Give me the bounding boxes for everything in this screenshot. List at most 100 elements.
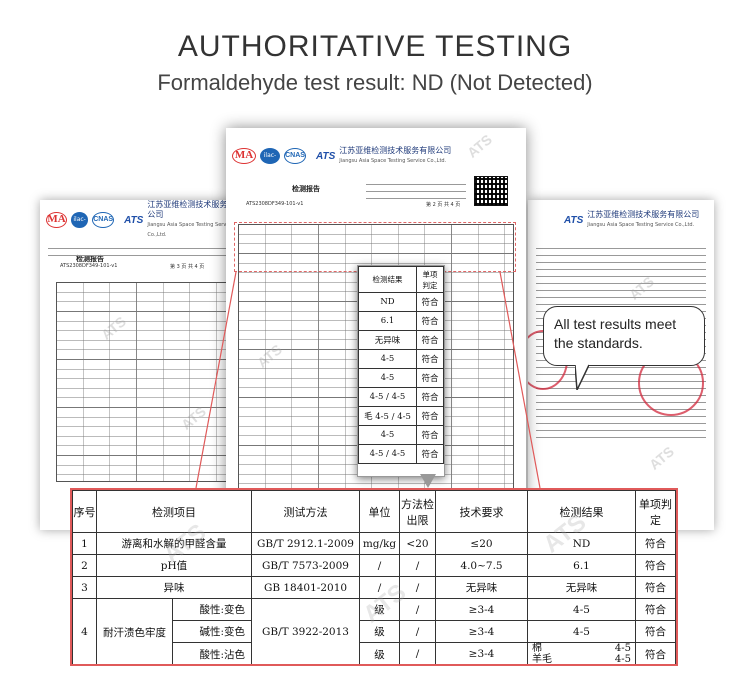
cell-result: 无异味 xyxy=(527,576,636,599)
cell-requirement: ≤20 xyxy=(435,532,528,555)
popup-result: 6.1 xyxy=(358,311,417,331)
speech-bubble-tail xyxy=(575,364,589,390)
report-page: 第 3 页 共 4 页 xyxy=(170,264,205,270)
ilac-logo: ilac-MRA xyxy=(260,148,280,175)
cell-requirement: ≥3-4 xyxy=(435,620,528,643)
col-header-method: 测试方法 xyxy=(251,490,360,533)
speech-bubble: All test results meet the standards. xyxy=(543,306,705,366)
test-results-table: ATS ATS ATS 序号 检测项目 测试方法 单位 方法检出限 技术要求 检… xyxy=(70,488,678,666)
fiber-cotton: 棉 xyxy=(532,643,542,654)
cell-item: 异味 xyxy=(96,576,252,599)
lab-name: 江苏亚维检测技术服务有限公司 Jiangsu Asia Space Testin… xyxy=(587,210,700,228)
popup-judge: 符合 xyxy=(416,330,444,350)
popup-judge: 符合 xyxy=(416,349,444,369)
col-header-unit: 单位 xyxy=(359,490,400,533)
cell-result: 棉 羊毛 4-5 4-5 xyxy=(527,642,636,665)
cell-item: 耐汗渍色牢度 xyxy=(96,598,173,664)
results-table: 序号 检测项目 测试方法 单位 方法检出限 技术要求 检测结果 单项判定 1 游… xyxy=(72,490,676,665)
ats-logo: ATS xyxy=(316,150,336,162)
popup-result: ND xyxy=(358,292,417,312)
cell-unit: 级 xyxy=(359,642,400,664)
col-header-judgement: 单项判定 xyxy=(635,490,676,533)
cell-no: 2 xyxy=(72,554,97,577)
popup-header-judge: 单项判定 xyxy=(416,266,444,293)
lab-header: MA ilac-MRA CNAS ATS 江苏亚维检测技术服务有限公司 Jian… xyxy=(232,142,520,175)
col-header-requirement: 技术要求 xyxy=(435,490,528,533)
page-subtitle: Formaldehyde test result: ND (Not Detect… xyxy=(157,70,593,95)
popup-result: 4-5 xyxy=(358,349,417,369)
table-row: 碱性:变色 级 / ≥3-4 4-5 符合 xyxy=(73,620,676,643)
cell-judgement: 符合 xyxy=(635,642,676,664)
report-number: ATS2308DF349-101-v1 xyxy=(60,263,118,269)
popup-judge: 符合 xyxy=(416,425,444,445)
cell-no: 3 xyxy=(72,576,97,599)
cell-judgement: 符合 xyxy=(635,532,676,555)
cell-no: 1 xyxy=(72,532,97,555)
table-row: 4 耐汗渍色牢度 酸性:变色 GB/T 3922-2013 级 / ≥3-4 4… xyxy=(72,598,676,664)
report-sheet-left: MA ilac-MRA CNAS ATS 江苏亚维检测技术服务有限公司 Jian… xyxy=(40,200,250,530)
table-row: 酸性:沾色 级 / ≥3-4 棉 羊毛 4-5 4-5 符合 xyxy=(73,642,676,665)
cell-method: GB/T 3922-2013 xyxy=(251,598,360,664)
cell-requirement: ≥3-4 xyxy=(435,642,528,664)
lab-header: ATS 江苏亚维检测技术服务有限公司 Jiangsu Asia Space Te… xyxy=(558,206,708,234)
popup-judge: 符合 xyxy=(416,368,444,388)
lab-name: 江苏亚维检测技术服务有限公司 Jiangsu Asia Space Testin… xyxy=(339,146,452,164)
cell-limit: / xyxy=(399,554,436,577)
col-header-limit: 方法检出限 xyxy=(399,490,436,533)
popup-result: 4-5 xyxy=(358,425,417,445)
cell-method: GB/T 7573-2009 xyxy=(251,554,360,577)
popup-judge: 符合 xyxy=(416,292,444,312)
fiber-wool: 羊毛 xyxy=(532,654,552,665)
cell-result: 6.1 xyxy=(527,554,636,577)
watermark: ATS xyxy=(646,443,677,473)
report-title: 检测报告 xyxy=(76,255,104,263)
table-row: 2 pH值 GB/T 7573-2009 / / 4.0~7.5 6.1 符合 xyxy=(72,554,676,577)
cell-judgement: 符合 xyxy=(635,554,676,577)
popup-result: 4-5 / 4-5 xyxy=(358,444,417,464)
cnas-logo: CNAS xyxy=(284,148,306,164)
cell-requirement: 4.0~7.5 xyxy=(435,554,528,577)
lab-header: MA ilac-MRA CNAS ATS 江苏亚维检测技术服务有限公司 Jian… xyxy=(46,200,244,239)
popup-judge: 符合 xyxy=(416,311,444,331)
cell-limit: / xyxy=(399,642,436,664)
cell-method: GB 18401-2010 xyxy=(251,576,360,599)
cnas-logo: CNAS xyxy=(92,212,115,228)
cell-unit: mg/kg xyxy=(359,532,400,555)
popup-result: 4-5 xyxy=(358,368,417,388)
col-header-no: 序号 xyxy=(72,490,97,533)
ilac-logo: ilac-MRA xyxy=(70,212,89,239)
lab-name: 江苏亚维检测技术服务有限公司 Jiangsu Asia Space Testin… xyxy=(147,200,244,238)
popup-result: 4-5 / 4-5 xyxy=(358,387,417,407)
ats-logo: ATS xyxy=(564,214,584,226)
popup-header-result: 检测结果 xyxy=(358,266,417,293)
ats-logo: ATS xyxy=(124,214,144,226)
ma-logo: MA xyxy=(232,148,256,164)
popup-result: 无异味 xyxy=(358,330,417,350)
col-header-result: 检测结果 xyxy=(527,490,636,533)
cell-subitem: 酸性:沾色 xyxy=(172,642,252,664)
report-page: 第 2 页 共 4 页 xyxy=(426,202,461,208)
page-title: AUTHORITATIVE TESTING xyxy=(177,30,573,63)
cell-judgement: 符合 xyxy=(635,620,676,643)
popup-result: 毛 4-5 / 4-5 xyxy=(358,406,417,426)
cell-method: GB/T 2912.1-2009 xyxy=(251,532,360,555)
cell-limit: <20 xyxy=(399,532,436,555)
grade-cotton: 4-5 xyxy=(614,643,631,654)
cell-judgement: 符合 xyxy=(635,576,676,599)
cell-no: 4 xyxy=(72,598,97,664)
cell-requirement: ≥3-4 xyxy=(435,598,528,621)
cell-judgement: 符合 xyxy=(635,598,676,621)
report-table-left xyxy=(56,282,236,482)
popup-judge: 符合 xyxy=(416,387,444,407)
cell-subitem: 酸性:变色 xyxy=(172,598,252,621)
cell-result: 4-5 xyxy=(527,598,636,621)
report-title: 检测报告 xyxy=(292,185,320,193)
popup-judge: 符合 xyxy=(416,406,444,426)
cell-limit: / xyxy=(399,620,436,643)
cell-result: 4-5 xyxy=(527,620,636,643)
cell-unit: / xyxy=(359,554,400,577)
report-number: ATS2308DF349-101-v1 xyxy=(246,201,304,207)
col-header-item: 检测项目 xyxy=(96,490,252,533)
